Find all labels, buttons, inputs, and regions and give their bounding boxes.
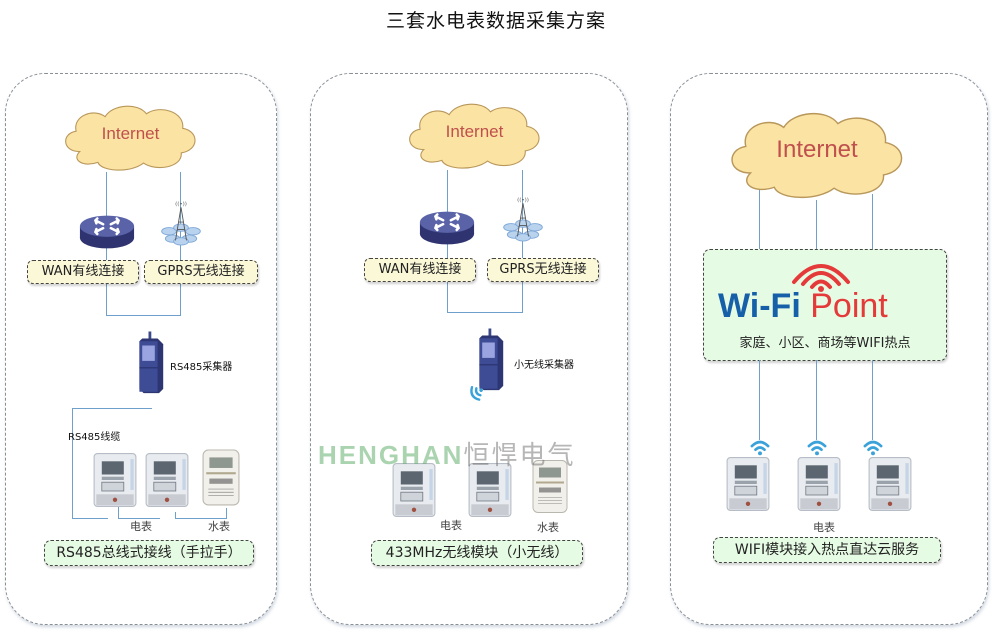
rs485-scheme-footer: RS485总线式接线（手拉手） bbox=[44, 540, 254, 566]
internet-cloud: Internet bbox=[722, 98, 912, 210]
cell-tower-icon bbox=[500, 196, 546, 246]
rs485-cable-label: RS485线缆 bbox=[68, 432, 121, 443]
internet-cloud: Internet bbox=[402, 90, 547, 180]
rs485-cable bbox=[72, 408, 73, 518]
electric-meter bbox=[145, 452, 185, 502]
wan-wired-label: WAN有线连接 bbox=[364, 258, 476, 282]
wifi-hotspot-box: Wi-Fi Point 家庭、小区、商场等WIFI热点 bbox=[703, 249, 947, 361]
panel-433mhz bbox=[310, 73, 628, 625]
connector-line bbox=[447, 312, 523, 313]
electric-meter bbox=[726, 455, 766, 505]
rs485-cable bbox=[175, 512, 176, 518]
electric-meter-caption: 电表 bbox=[813, 521, 835, 534]
watermark-cn: 恒悍电气 bbox=[463, 440, 576, 470]
connector-line bbox=[816, 360, 817, 440]
cloud-label: Internet bbox=[776, 136, 858, 163]
wan-wired-label: WAN有线连接 bbox=[27, 260, 139, 284]
electric-meter bbox=[797, 455, 837, 505]
electric-meter-caption: 电表 bbox=[440, 519, 462, 532]
water-meter-caption: 水表 bbox=[537, 521, 559, 534]
page-title: 三套水电表数据采集方案 bbox=[385, 10, 606, 32]
cloud-label: Internet bbox=[101, 124, 160, 143]
electric-meter-caption: 电表 bbox=[130, 520, 152, 533]
router-icon bbox=[418, 208, 476, 252]
cell-tower-icon bbox=[158, 200, 204, 250]
wifi-scheme-footer: WIFI模块接入热点直达云服务 bbox=[713, 537, 941, 563]
connector-line bbox=[106, 288, 107, 315]
panel-wifi bbox=[670, 73, 988, 625]
gprs-wireless-label: GPRS无线连接 bbox=[144, 260, 258, 284]
connector-line bbox=[872, 194, 873, 250]
rs485-cable bbox=[118, 518, 160, 519]
connector-line bbox=[872, 360, 873, 440]
rs485-cable bbox=[226, 508, 227, 518]
rs485-collector-icon bbox=[138, 321, 166, 409]
router-icon bbox=[78, 212, 136, 256]
connector-line bbox=[816, 200, 817, 250]
connector-line bbox=[759, 360, 760, 440]
433mhz-scheme-footer: 433MHz无线模块（小无线） bbox=[371, 540, 583, 566]
wifi-hotspot-subtitle: 家庭、小区、商场等WIFI热点 bbox=[739, 336, 911, 351]
water-meter-caption: 水表 bbox=[208, 520, 230, 533]
watermark: HENGHAN恒悍电气 bbox=[318, 435, 575, 472]
rs485-cable bbox=[72, 408, 152, 409]
electric-meter bbox=[868, 455, 908, 505]
wifi-brand-left: Wi-Fi bbox=[718, 287, 801, 325]
rs485-cable bbox=[72, 518, 108, 519]
watermark-latin: HENGHAN bbox=[318, 440, 464, 470]
wireless-collector-label: 小无线采集器 bbox=[514, 360, 574, 371]
internet-cloud: Internet bbox=[58, 92, 203, 182]
rs485-cable bbox=[175, 518, 227, 519]
wifi-logo-icon bbox=[792, 264, 850, 292]
electric-meter bbox=[93, 452, 133, 502]
cloud-label: Internet bbox=[445, 122, 504, 141]
wifi-brand-right: Point bbox=[810, 287, 888, 325]
panel-rs485 bbox=[5, 73, 277, 625]
connector-line bbox=[106, 315, 181, 316]
connector-line bbox=[180, 288, 181, 315]
rs485-cable bbox=[118, 505, 119, 518]
rs485-collector-label: RS485采集器 bbox=[170, 362, 233, 373]
connector-line bbox=[759, 190, 760, 250]
gprs-wireless-label: GPRS无线连接 bbox=[487, 258, 599, 282]
water-meter bbox=[202, 448, 242, 498]
